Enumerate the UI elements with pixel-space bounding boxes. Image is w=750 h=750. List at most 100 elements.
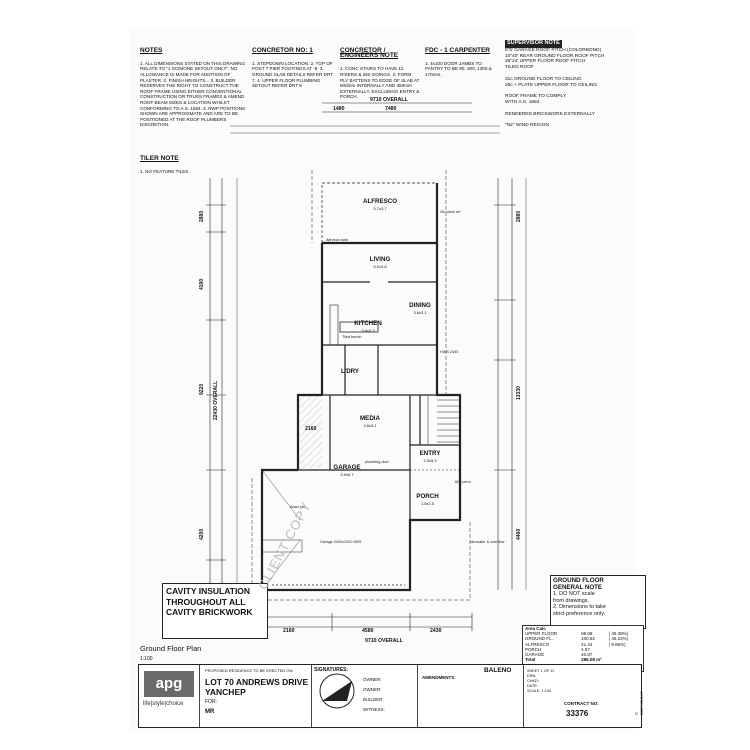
room-dining: DINING 3.6x3.1: [395, 302, 445, 316]
general-notes: NOTES 1. ALL DIMENSIONS STATED ON THIS D…: [140, 42, 250, 128]
divider: [417, 665, 418, 727]
room-laundry: L'DRY: [330, 368, 370, 375]
room-alfresco: ALFRESCO 5.7x3.7: [350, 198, 410, 212]
area-label: GROUND FL..: [525, 636, 555, 642]
area-value: 98.68: [581, 631, 593, 637]
dim-right-a: 2880: [516, 210, 522, 222]
copyright: © COPYRIGHT: [634, 691, 644, 715]
room-size: 5.7x3.7: [373, 206, 387, 211]
table-row: GROUND FL..100.52( 46.22%): [523, 636, 643, 641]
area-label: ALFRESCO: [525, 641, 550, 647]
area-label: UPPER FLOOR: [525, 631, 558, 637]
area-label: GARAGE: [525, 652, 545, 658]
logo-tagline: life|style|choice: [143, 701, 184, 707]
room-size: 3.6x3.3: [361, 328, 375, 333]
dim-right-b: 13330: [516, 386, 522, 400]
gfn-item: strict preference only.: [553, 610, 606, 617]
area-value: 4.57: [581, 646, 590, 652]
contract-number: 33376: [566, 709, 589, 718]
area-value: 21.44: [581, 641, 593, 647]
tiler-notes: TILER NOTE 1. NO FEATURE TILES.: [140, 150, 240, 174]
room-living: LIVING 5.0x3.8: [355, 256, 405, 270]
apg-logo: apg: [144, 671, 194, 697]
gfn-item: 1. DO NOT scale: [553, 591, 595, 598]
supervisor-line: ROOF FRAME TO COMPLY: [505, 94, 567, 100]
general-notes-title: NOTES: [140, 46, 163, 54]
divider: [199, 665, 200, 727]
cavity-line: THROUGHOUT ALL: [166, 596, 246, 607]
callout: Alfresco slab: [326, 238, 348, 242]
builder-sig: BUILDER:: [363, 697, 384, 702]
divider: [311, 665, 312, 727]
contract-label: CONTRACT NO:: [564, 701, 599, 706]
room-name: KITCHEN: [354, 320, 382, 327]
cavity-insulation-note: CAVITY INSULATION THROUGHOUT ALL CAVITY …: [162, 583, 268, 639]
engineer-notes-text: 1. CONC STAIRS TO HAVE 12 RISERS & 250 G…: [340, 66, 420, 100]
north-arrow-icon: [319, 673, 355, 709]
concretor-notes-text: 1. STEPDOWN LOCATION. 2. TOP OF POST 7 P…: [252, 60, 333, 89]
dim-bottom-overall: 9710 OVERALL: [365, 638, 403, 644]
drawn-by: DRN:: [527, 674, 537, 678]
dim-right-c: 4460: [516, 528, 522, 540]
supervisor-line: WITH A.S. 1684: [505, 99, 540, 105]
area-pct: ( 45.38%): [608, 631, 629, 637]
supervisor-line: 5"5' GARAGE ROOF PITCH (COLORBOND): [505, 47, 602, 53]
supervisor-line: "N2" WIND REGION: [505, 123, 549, 129]
dim-bottom-c: 2430: [430, 628, 442, 634]
callout: HWS 2440: [440, 350, 459, 354]
callout: plumbing duct: [365, 460, 389, 464]
client-name: MR: [205, 709, 215, 715]
dim-bottom-b: 4580: [362, 628, 374, 634]
proposed-label: PROPOSED RESIDENCE TO BE ERECTED ON:: [205, 668, 294, 673]
callout: 600 piers: [455, 480, 471, 484]
cavity-line: CAVITY BRICKWORK: [166, 607, 253, 617]
area-value: 100.52: [581, 636, 595, 642]
dim-mid: 2160: [305, 426, 317, 432]
gfn-item: 2. Dimensions to take: [553, 604, 606, 611]
callout: Acad pier: [290, 505, 307, 509]
dim-left-overall: 22430 OVERALL: [213, 380, 219, 420]
dim-top-b: 7480: [385, 106, 397, 112]
divider: [523, 665, 524, 727]
owner-sig: OWNER:: [363, 687, 382, 692]
area-label: PORCH: [525, 646, 542, 652]
supervisor-line: 28c + PLATE UPPER FLOOR TO CEILING: [505, 82, 598, 88]
signature-lines: OWNER: OWNER: BUILDER: WITNESS:: [363, 675, 385, 715]
room-size: 3.6x3.1: [363, 423, 377, 428]
room-media: MEDIA 3.6x3.1: [345, 415, 395, 429]
room-size: 2.3x5.3: [423, 458, 437, 463]
engineer-notes-title: CONCRETOR / ENGINEERS NOTE: [340, 46, 399, 60]
supervisor-line: TILED ROOF: [505, 65, 534, 71]
carpenter-notes: FDC - 1 CARPENTER 1. 4x100 DOOR JAMBS TO…: [425, 42, 500, 78]
carpenter-notes-text: 1. 4x100 DOOR JAMBS TO PANTRY TO BE 90, …: [425, 60, 492, 77]
owner-sig: OWNER:: [363, 677, 382, 682]
table-row: GARAGE 40.87: [523, 652, 643, 657]
supervisor-line: 26"24' UPPER FLOOR ROOF PITCH: [505, 59, 585, 65]
suburb: YANCHEP: [205, 687, 246, 697]
room-kitchen: KITCHEN 3.6x3.3: [343, 320, 393, 334]
tiler-notes-text: 1. NO FEATURE TILES.: [140, 168, 190, 174]
room-name: PORCH: [416, 493, 439, 500]
room-name: ENTRY: [419, 450, 441, 457]
room-porch: PORCH 1.8x1.5: [410, 493, 445, 507]
room-garage: GARAGE 5.9x5.7: [322, 464, 372, 478]
room-name: LIVING: [369, 256, 391, 263]
ground-floor-general-note: GROUND FLOOR GENERAL NOTE 1. DO NOT scal…: [550, 575, 646, 629]
room-size: 5.9x5.7: [340, 472, 354, 477]
supervisor-line: 31c GROUND FLOOR TO CEILING: [505, 76, 582, 82]
drawing-scale: SCALE: 1:100: [527, 689, 552, 693]
table-row: UPPER FLOOR 98.68 ( 45.38%): [523, 631, 643, 636]
room-entry: ENTRY 2.3x5.3: [410, 450, 450, 464]
supervisor-notes-title: SUPERVISOR NOTE: [505, 40, 562, 48]
supervisor-line: 10"40' REAR GROUND FLOOR ROOF PITCH: [505, 53, 605, 59]
area-title: Area Calc: [525, 626, 546, 631]
area-value: 40.87: [581, 652, 593, 658]
room-name: MEDIA: [360, 415, 380, 422]
amendments-label: AMENDMENTS:: [422, 675, 456, 680]
dim-top-a: 1480: [333, 106, 345, 112]
cavity-line: CAVITY INSULATION: [166, 586, 251, 596]
sheet-number: SHEET 1 OF 11: [527, 669, 555, 673]
engineer-notes: CONCRETOR / ENGINEERS NOTE 1. CONC STAIR…: [340, 42, 420, 100]
